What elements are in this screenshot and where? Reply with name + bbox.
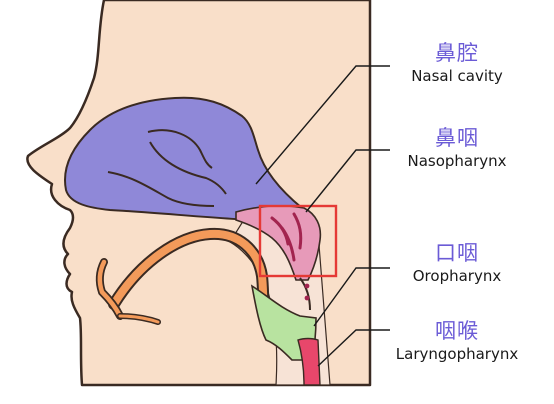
label-oropharynx: 口咽 Oropharynx — [372, 240, 542, 286]
label-nasal-cavity-en: Nasal cavity — [411, 67, 503, 85]
label-laryngopharynx-zh: 咽喉 — [435, 319, 479, 343]
leader-line-nasal-cavity — [255, 65, 390, 185]
laryngopharynx-region — [297, 337, 321, 386]
label-nasopharynx-en: Nasopharynx — [407, 152, 507, 170]
label-laryngopharynx: 咽喉 Laryngopharynx — [372, 318, 542, 364]
label-laryngopharynx-en: Laryngopharynx — [395, 345, 519, 363]
label-nasopharynx: 鼻咽 Nasopharynx — [372, 125, 542, 171]
cord-dot-2 — [304, 295, 310, 301]
turbinate-middle — [149, 141, 227, 195]
tongue-branch-fill — [97, 259, 123, 319]
nasal-cavity-region — [64, 96, 304, 221]
label-oropharynx-zh: 口咽 — [435, 241, 479, 265]
tongue-branch-tip-fill — [118, 314, 160, 324]
cord-dot-1 — [304, 283, 310, 289]
leader-line-nasopharynx — [305, 149, 390, 213]
label-nasal-cavity-zh: 鼻腔 — [435, 41, 479, 65]
label-nasal-cavity: 鼻腔 Nasal cavity — [372, 40, 542, 86]
epiglottis — [299, 277, 311, 311]
label-oropharynx-en: Oropharynx — [412, 267, 502, 285]
leader-line-laryngopharynx — [317, 329, 390, 367]
turbinate-upper — [147, 129, 213, 169]
label-nasopharynx-zh: 鼻咽 — [435, 126, 479, 150]
nasopharynx-highlight-box — [258, 204, 338, 278]
leader-line-oropharynx — [313, 267, 390, 327]
turbinate-lower — [107, 171, 215, 207]
nasopharynx-folds — [270, 212, 303, 262]
